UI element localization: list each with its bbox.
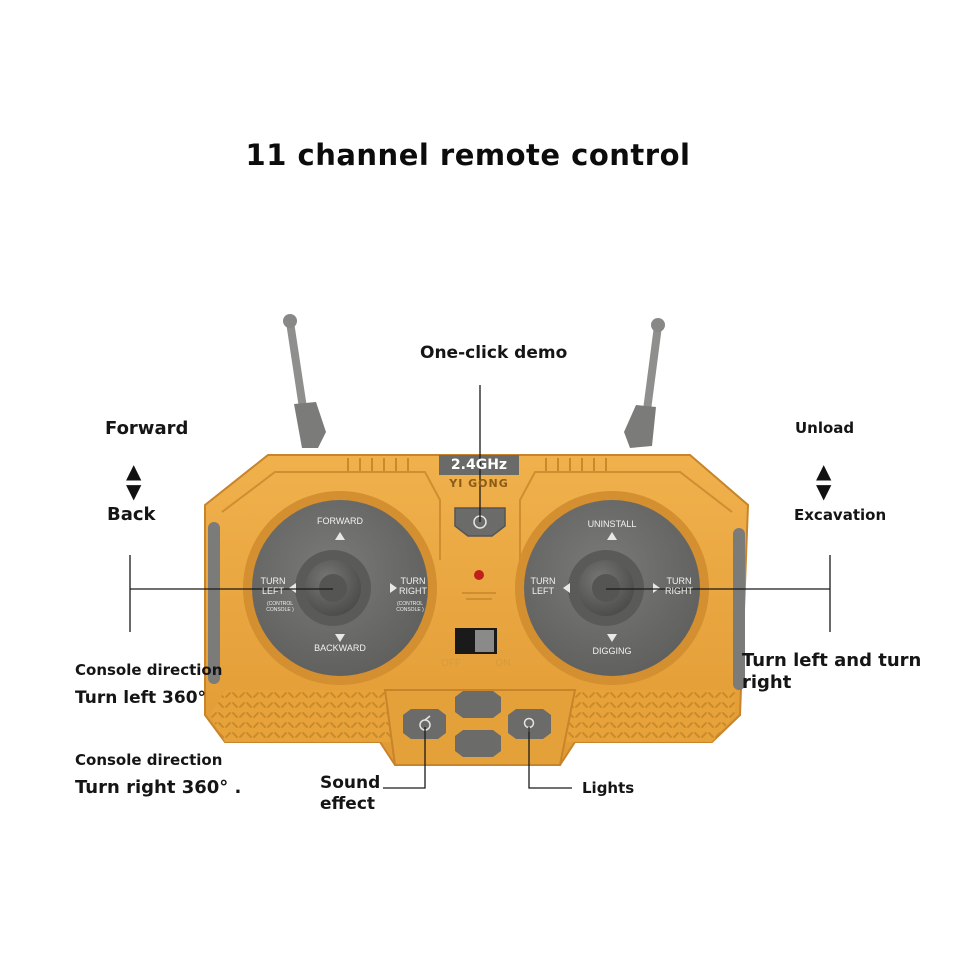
left-joystick[interactable]	[243, 491, 437, 685]
up-down-arrow-icon: ▲▼	[816, 459, 832, 503]
badge-brand: YI GONG	[449, 477, 509, 490]
bottom-buttons[interactable]	[403, 691, 551, 757]
up-down-arrow-icon: ▲▼	[126, 459, 142, 503]
callout-sound-effect: Sound effect	[320, 773, 381, 814]
callout-back: Back	[107, 504, 156, 525]
power-led	[474, 570, 484, 580]
left-dial-forward-label: FORWARD	[317, 516, 363, 526]
callout-lights: Lights	[582, 779, 635, 797]
frequency-badge	[439, 455, 519, 475]
badge-frequency: 2.4GHz	[450, 457, 508, 473]
callout-excavation: Excavation	[794, 506, 887, 524]
page-title: 11 channel remote control	[245, 138, 691, 172]
left-antenna	[283, 314, 326, 448]
callout-turn-right-360: Turn right 360° .	[75, 777, 242, 798]
right-antenna	[624, 318, 665, 448]
switch-on-label: ON	[495, 658, 511, 669]
callout-console-direction-left: Console direction	[75, 661, 223, 679]
switch-off-label: OFF	[441, 658, 461, 669]
callout-unload: Unload	[795, 419, 855, 437]
right-joystick[interactable]	[515, 491, 709, 685]
callout-console-direction-right: Console direction	[75, 751, 223, 769]
callout-turn-left-and-right: Turn left and turn right	[742, 650, 922, 693]
power-switch[interactable]	[455, 628, 497, 654]
callout-one-click-demo: One-click demo	[420, 343, 568, 363]
right-dial-digging-label: DIGGING	[592, 646, 632, 656]
left-dial-backward-label: BACKWARD	[314, 643, 366, 653]
right-dial-uninstall-label: UNINSTALL	[587, 519, 637, 529]
callout-forward: Forward	[105, 418, 189, 439]
callout-turn-left-360: Turn left 360°	[75, 688, 207, 708]
